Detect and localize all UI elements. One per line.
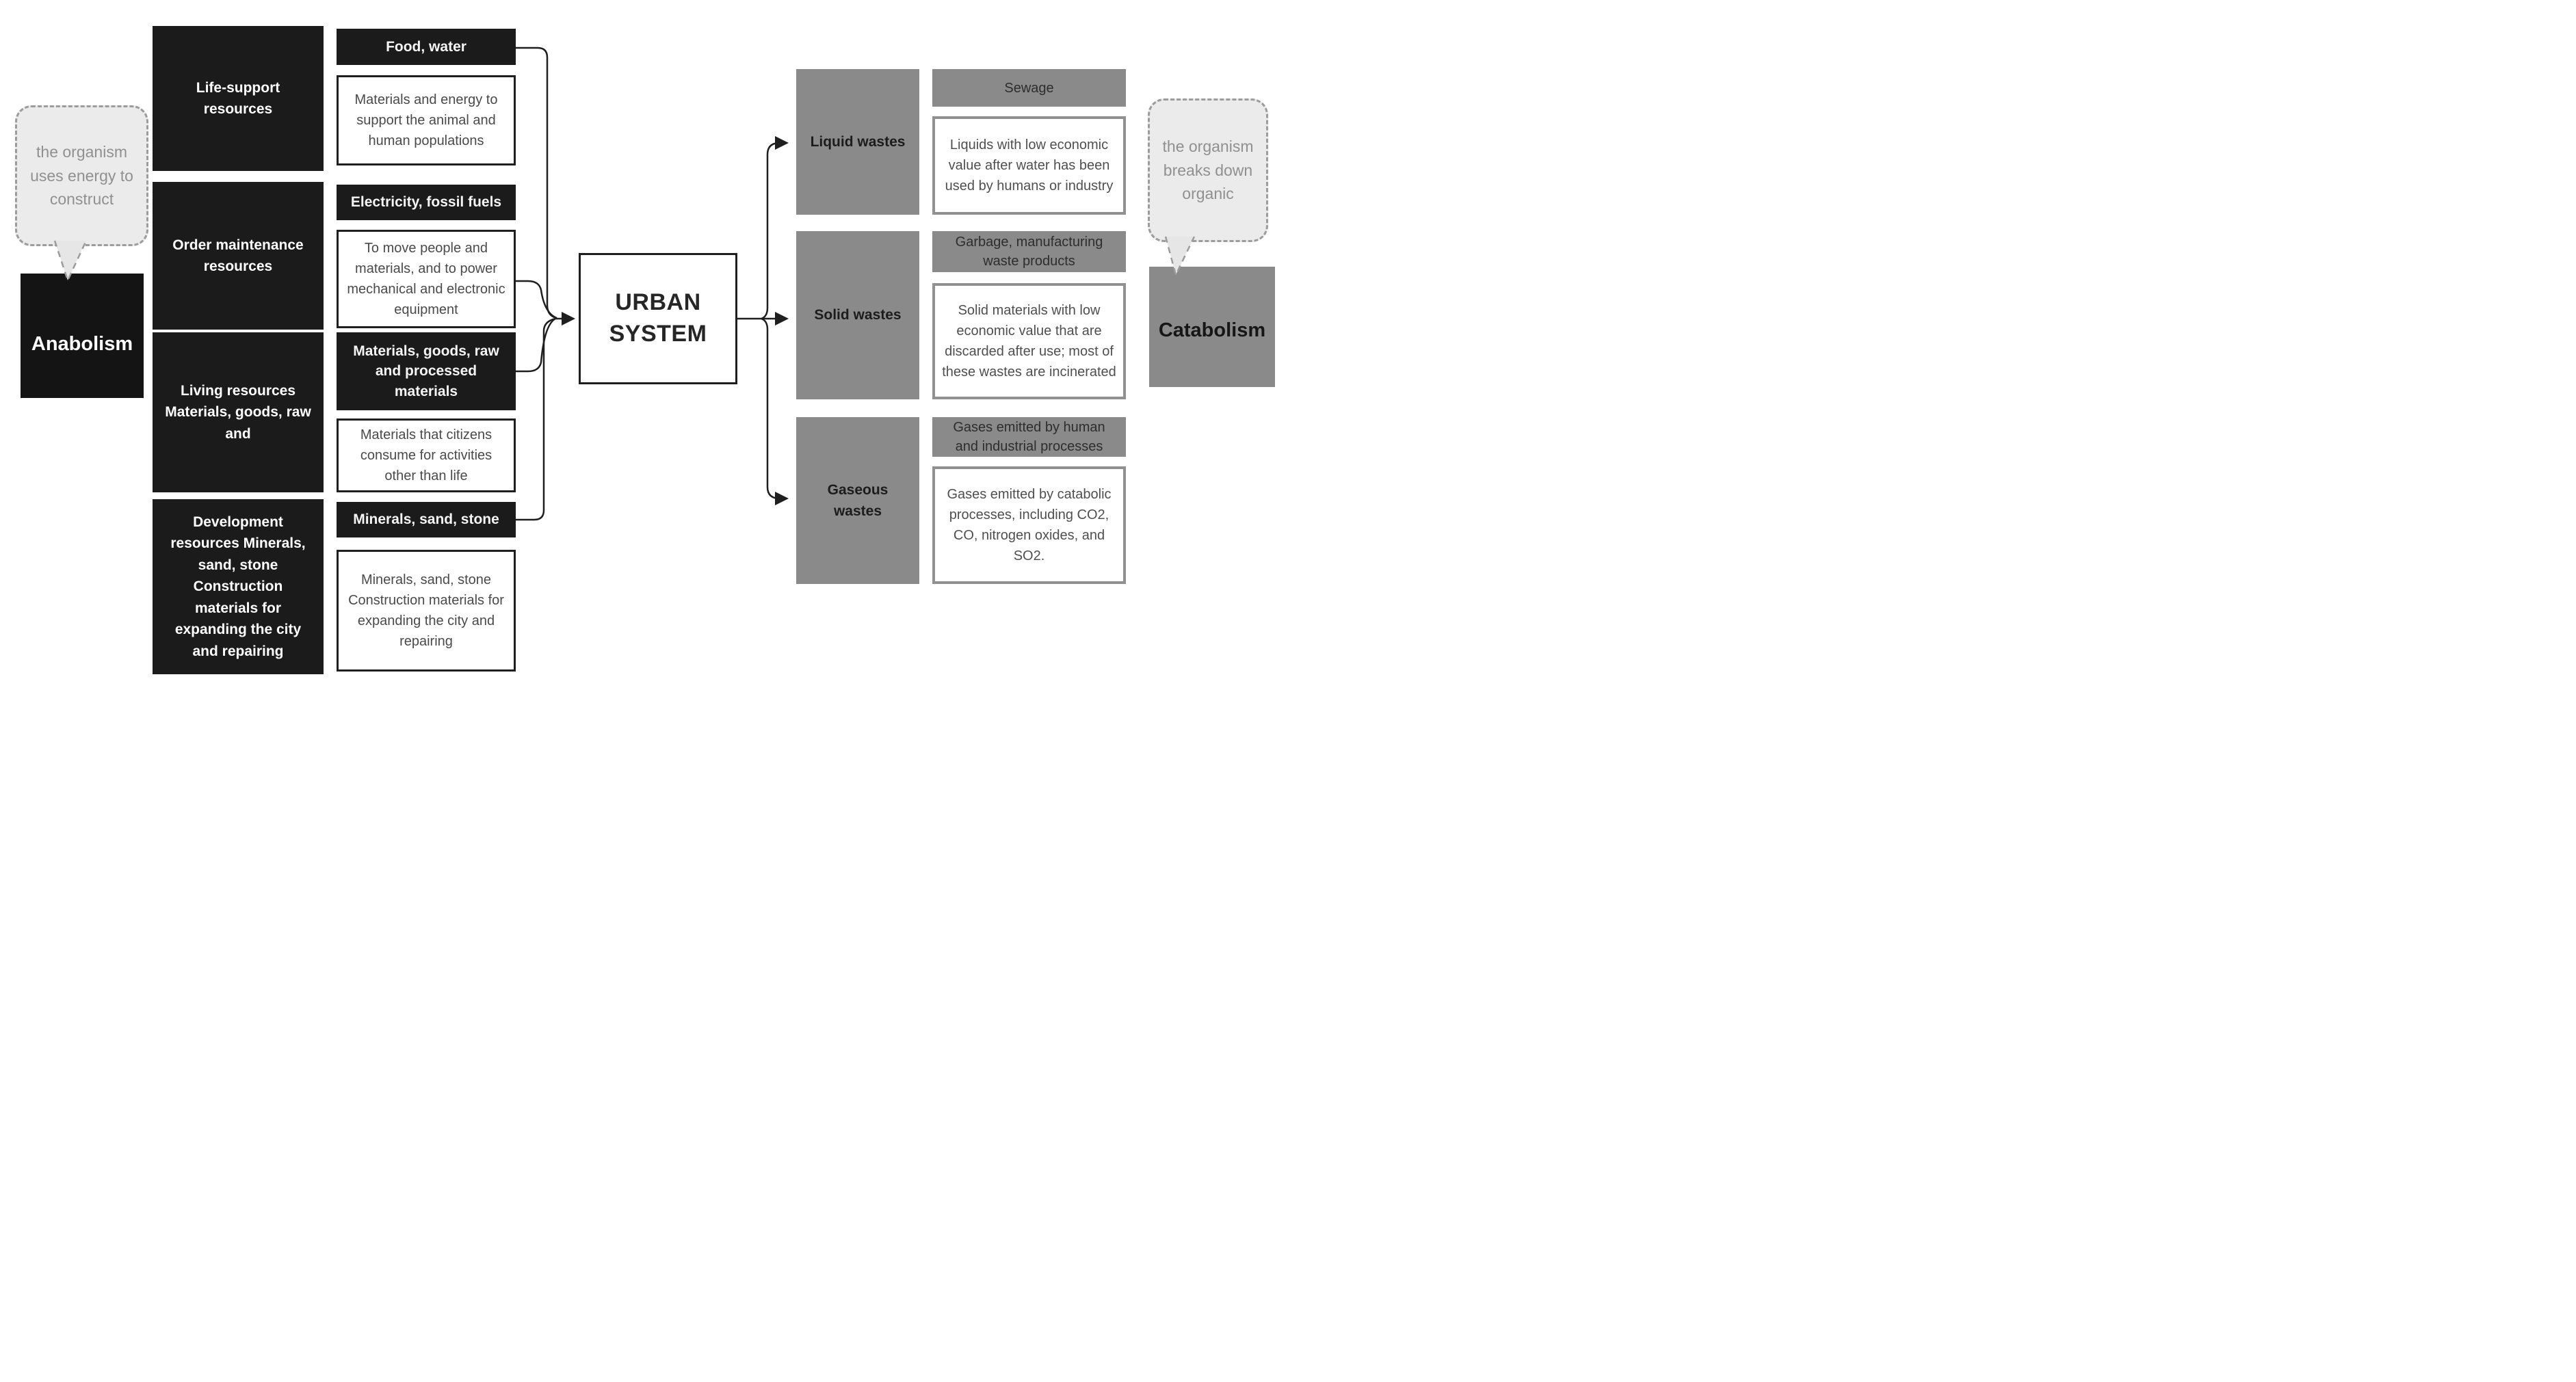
output-item-box: Sewage [932,69,1126,107]
output-description-text: Solid materials with low economic value … [942,303,1116,380]
input-category-label: Order maintenance resources [172,237,304,275]
input-category-label: Development resources Minerals, sand, st… [170,514,306,659]
catabolism-note-bubble: the organism breaks down organic [1148,98,1268,242]
input-category-box: Living resources Materials, goods, raw a… [153,332,324,492]
input-connector-line [516,317,557,373]
input-item-label: Materials, goods, raw and processed mate… [353,343,499,399]
input-description-box: Materials and energy to support the anim… [337,75,516,165]
input-item-label: Minerals, sand, stone [353,511,499,528]
output-category-box: Gaseous wastes [796,417,919,584]
output-category-label: Liquid wastes [810,133,906,150]
output-description-box: Liquids with low economic value after wa… [932,116,1126,215]
input-description-text: Materials and energy to support the anim… [354,92,498,148]
input-item-label: Food, water [386,38,466,55]
anabolism-box: Anabolism [21,274,144,398]
output-arrow [761,136,789,320]
input-description-text: To move people and materials, and to pow… [347,241,505,317]
input-description-box: Materials that citizens consume for acti… [337,418,516,492]
input-item-label: Electricity, fossil fuels [350,194,502,211]
input-connector-line [516,46,557,319]
input-category-box: Development resources Minerals, sand, st… [153,499,324,674]
output-category-label: Solid wastes [814,307,902,323]
urban-system-label: URBAN SYSTEM [609,289,707,347]
input-category-label: Life-support resources [196,79,280,118]
input-category-box: Order maintenance resources [153,182,324,330]
output-item-label: Gases emitted by human and industrial pr… [953,420,1105,454]
urban-system-box: URBAN SYSTEM [579,253,737,384]
output-description-text: Gases emitted by catabolic processes, in… [947,487,1112,563]
input-description-text: Minerals, sand, stone Construction mater… [348,572,504,649]
catabolism-box: Catabolism [1149,267,1275,387]
input-description-box: Minerals, sand, stone Construction mater… [337,550,516,672]
output-item-box: Garbage, manufacturing waste products [932,231,1126,272]
input-description-text: Materials that citizens consume for acti… [360,427,492,483]
input-description-box: To move people and materials, and to pow… [337,230,516,328]
input-item-box: Minerals, sand, stone [337,502,516,537]
output-category-box: Liquid wastes [796,69,919,215]
output-item-box: Gases emitted by human and industrial pr… [932,417,1126,457]
input-connector-line [516,317,556,521]
output-description-box: Gases emitted by catabolic processes, in… [932,466,1126,584]
input-item-box: Materials, goods, raw and processed mate… [337,332,516,410]
input-category-box: Life-support resources [153,26,324,171]
catabolism-label: Catabolism [1158,319,1266,341]
output-description-box: Solid materials with low economic value … [932,283,1126,399]
anabolism-note-text: the organism uses energy to construct [30,143,133,209]
output-category-label: Gaseous wastes [827,481,889,520]
anabolism-label: Anabolism [31,332,133,355]
input-item-box: Electricity, fossil fuels [337,185,516,220]
output-description-text: Liquids with low economic value after wa… [945,137,1114,194]
catabolism-note-text: the organism breaks down organic [1162,137,1254,203]
output-category-box: Solid wastes [796,231,919,399]
anabolism-note-bubble: the organism uses energy to construct [15,105,148,246]
input-connector-line [516,280,557,319]
output-arrow [761,317,789,505]
output-item-label: Garbage, manufacturing waste products [955,235,1103,269]
input-item-box: Food, water [337,29,516,65]
input-category-label: Living resources Materials, goods, raw a… [165,382,311,442]
output-item-label: Sewage [1004,80,1054,96]
urban-metabolism-diagram: the organism uses energy to construct An… [0,0,1288,691]
